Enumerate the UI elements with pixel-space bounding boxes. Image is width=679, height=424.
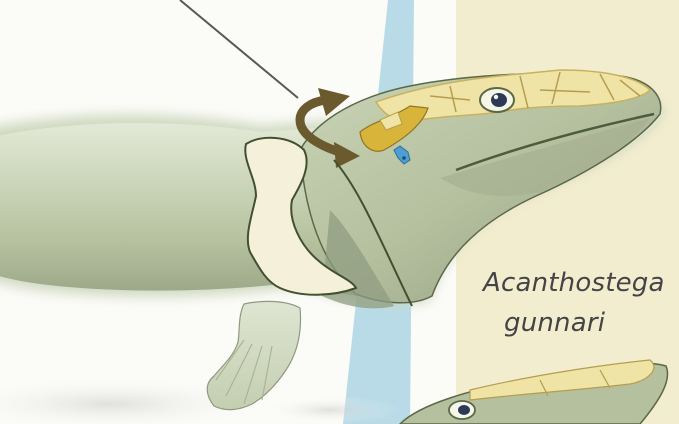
ground-shadow-2	[260, 396, 400, 424]
pectoral-fin	[207, 301, 300, 409]
eye	[480, 88, 514, 112]
genus-label: Acanthostega	[483, 270, 665, 296]
pointer-line	[180, 0, 298, 98]
species-label: gunnari	[504, 310, 605, 336]
